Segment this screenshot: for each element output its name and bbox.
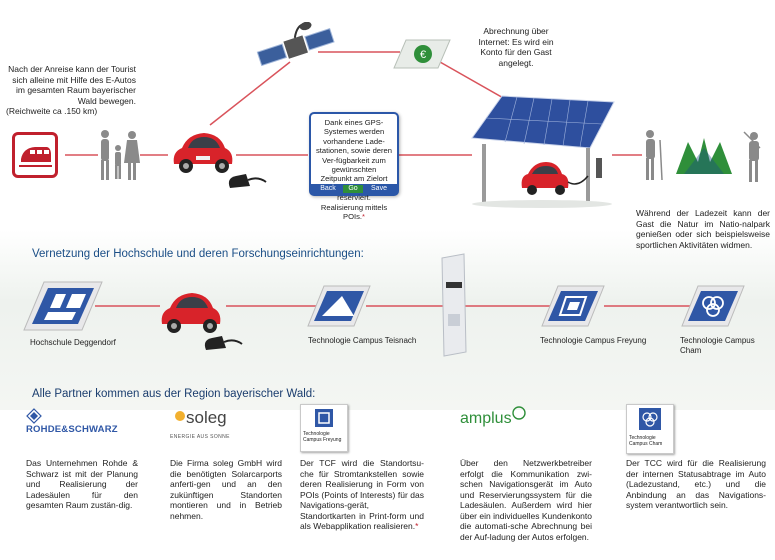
soleg-sun-icon bbox=[175, 411, 185, 421]
satellite-icon bbox=[256, 22, 335, 67]
label-hochschule: Hochschule Deggendorf bbox=[30, 338, 116, 347]
soleg-tagline: ENERGIE AUS SONNE bbox=[170, 434, 230, 440]
gps-description: Dank eines GPS-Systemes werden vorhanden… bbox=[316, 118, 392, 222]
amplus-circle-icon bbox=[512, 406, 526, 420]
partner-text-tcf: Der TCF wird die Standortsu-che für Stro… bbox=[300, 458, 424, 532]
soleg-logo: soleg bbox=[186, 408, 227, 427]
partner-text-soleg: Die Firma soleg GmbH wird die benötigten… bbox=[170, 458, 282, 521]
gps-text: Dank eines GPS-Systemes werden vorhanden… bbox=[315, 118, 393, 221]
tcf-chip-icon bbox=[315, 409, 333, 427]
partners-heading: Alle Partner kommen aus der Region bayer… bbox=[32, 388, 316, 400]
hiker-silhouette-icon bbox=[646, 130, 663, 181]
partner-text-rohde: Das Unternehmen Rohde & Schwarz ist mit … bbox=[26, 458, 138, 510]
label-freyung: Technologie Campus Freyung bbox=[540, 336, 647, 345]
cham-tile-icon bbox=[681, 285, 745, 327]
gps-footnote-star: * bbox=[362, 212, 365, 222]
golfer-silhouette-icon bbox=[743, 131, 761, 182]
gps-back-button[interactable]: Back bbox=[320, 185, 336, 192]
train-icon bbox=[12, 132, 58, 178]
billing-card-icon: € bbox=[393, 39, 451, 69]
tcf-text: Der TCF wird die Standortsu-che für Stro… bbox=[300, 458, 424, 531]
rohde-schwarz-diamond-icon bbox=[26, 408, 42, 424]
freyung-tile-icon bbox=[541, 285, 605, 327]
electric-car-icon bbox=[173, 133, 233, 173]
teisnach-tile-icon bbox=[307, 285, 371, 327]
partner-text-amplus: Über den Netzwerkbetreiber erfolgt die K… bbox=[460, 458, 592, 542]
network-car-icon bbox=[161, 293, 221, 333]
charging-plug-icon bbox=[228, 174, 267, 188]
hochschule-tile-icon bbox=[23, 281, 103, 331]
label-teisnach: Technologie Campus Teisnach bbox=[308, 336, 417, 345]
tcc-logo-card: Technologie Campus Cham bbox=[626, 404, 674, 454]
gps-save-button[interactable]: Save bbox=[371, 185, 387, 192]
tcc-circles-icon bbox=[639, 408, 661, 430]
national-park-logo-icon bbox=[676, 138, 732, 174]
charging-station-pillar-icon bbox=[441, 253, 467, 357]
svg-text:€: € bbox=[420, 49, 426, 61]
network-heading: Vernetzung der Hochschule und deren Fors… bbox=[32, 248, 364, 260]
network-plug-icon bbox=[204, 336, 243, 350]
range-text: (Reichweite ca .150 km) bbox=[6, 106, 98, 116]
nature-text: Während der Ladezeit kann der Gast die N… bbox=[636, 208, 770, 250]
tcc-logo-label: Technologie Campus Cham bbox=[629, 435, 663, 447]
gps-navigation-screen: Dank eines GPS-Systemes werden vorhanden… bbox=[309, 112, 399, 221]
amplus-logo: amplus bbox=[460, 410, 512, 427]
family-silhouette-icon bbox=[101, 130, 140, 180]
tcf-footnote-star: * bbox=[415, 521, 419, 531]
label-cham: Technologie Campus Cham bbox=[680, 336, 755, 355]
background-landscape-map bbox=[0, 230, 775, 410]
tourist-text: Nach der Anreise kann der Tourist sich a… bbox=[8, 64, 136, 106]
gps-button-bar: Back Go Save bbox=[311, 184, 397, 194]
gps-go-button[interactable]: Go bbox=[343, 185, 363, 193]
tcf-logo-label: Technologie Campus Freyung bbox=[303, 431, 342, 443]
billing-text: Abrechnung über Internet: Es wird ein Ko… bbox=[478, 26, 554, 68]
line-car-satellite bbox=[209, 61, 291, 126]
partner-text-tcc: Der TCC wird für die Realisierung der in… bbox=[626, 458, 766, 510]
tcf-logo-card: Technologie Campus Freyung bbox=[300, 404, 348, 452]
solar-carport-icon bbox=[471, 95, 615, 208]
rohde-schwarz-logo: ROHDE&SCHWARZ bbox=[26, 424, 118, 435]
